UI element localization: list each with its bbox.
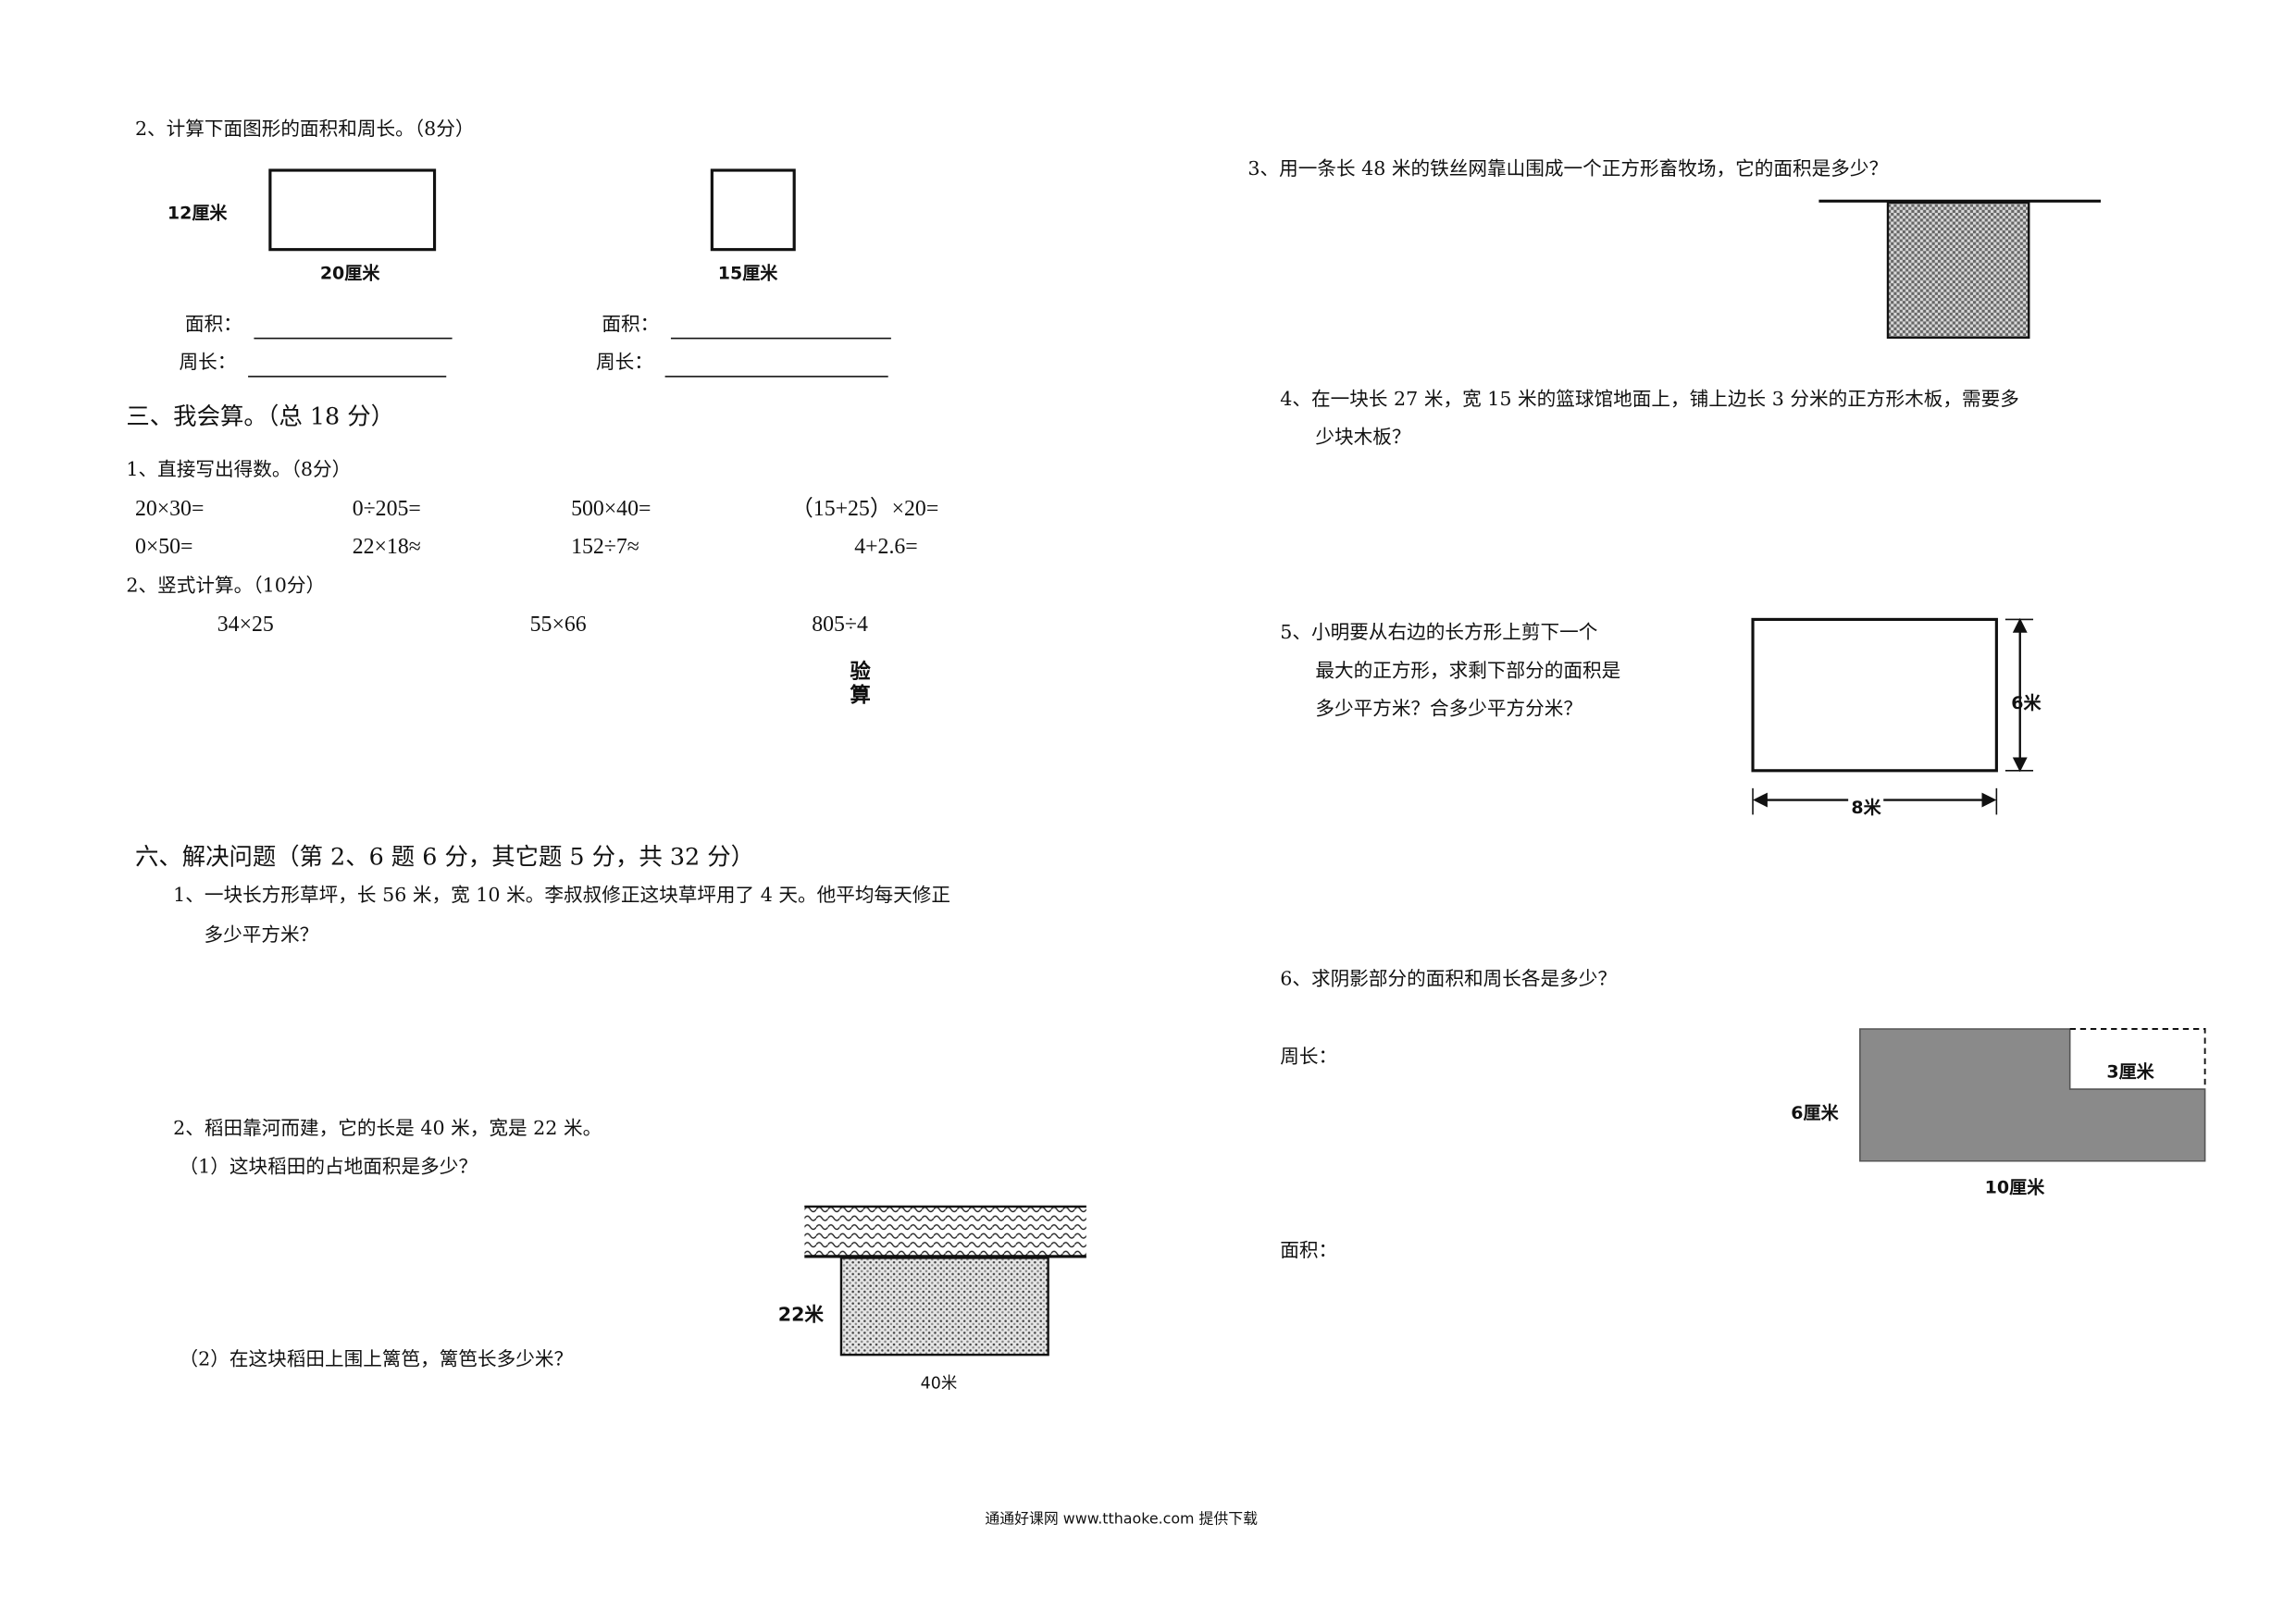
vertical-calc-3: 805÷4	[812, 613, 868, 638]
river-band	[804, 1206, 1086, 1258]
q5-width-label: 8米	[1848, 798, 1884, 816]
q5-line1: 5、小明要从右边的长方形上剪下一个	[1280, 622, 1598, 645]
q6-height-label: 6厘米	[1791, 1102, 1839, 1123]
calc-4: （15+25）×20=	[791, 497, 939, 522]
square-side-label: 15厘米	[717, 262, 778, 284]
q5-line2: 最大的正方形，求剩下部分的面积是	[1315, 660, 1621, 683]
section3-title: 三、我会算。（总 18 分）	[126, 402, 394, 430]
q5-height-label: 6米	[2011, 692, 2042, 713]
q6-area-label: 面积：	[1280, 1240, 1338, 1263]
rectangle-figure	[268, 168, 437, 252]
vertical-calc-1: 34×25	[217, 613, 274, 638]
rect-perimeter-label: 周长：	[179, 352, 237, 375]
q6-shaded-region	[1859, 1028, 2206, 1162]
q3-text: 3、用一条长 48 米的铁丝网靠山围成一个正方形畜牧场，它的面积是多少？	[1247, 158, 1889, 181]
check-label: 验算	[850, 660, 871, 708]
rice-field-figure	[804, 1205, 1086, 1357]
section3-sub2: 2、竖式计算。（10分）	[126, 575, 326, 598]
q5-rectangle-figure	[1751, 617, 2034, 815]
square-perimeter-blank[interactable]	[664, 376, 888, 378]
q5-rectangle	[1751, 617, 1998, 773]
rect-height-label: 12厘米	[167, 202, 228, 224]
field-width-label: 22米	[777, 1305, 825, 1328]
s6-q1-line2: 多少平方米？	[204, 924, 319, 948]
vertical-calc-2: 55×66	[529, 613, 587, 638]
q4-line2: 少块木板？	[1315, 427, 1411, 450]
square-figure	[710, 168, 796, 252]
section6-title: 六、解决问题（第 2、6 题 6 分，其它题 5 分，共 32 分）	[134, 842, 755, 871]
square-area-blank[interactable]	[670, 337, 891, 340]
section3-sub1: 1、直接写出得数。（8分）	[126, 459, 352, 482]
rect-width-label: 20厘米	[319, 262, 380, 284]
q6-width-label: 10厘米	[1984, 1177, 2045, 1198]
calc-2: 0÷205=	[352, 497, 421, 522]
q6-perimeter-label: 周长：	[1280, 1047, 1338, 1069]
footer-text: 通通好课网 www.tthaoke.com 提供下载	[985, 1511, 1258, 1529]
q2-title: 2、计算下面图形的面积和周长。（8分）	[134, 118, 475, 142]
pasture-figure	[1818, 199, 2101, 340]
s6-q2-line1: 2、稻田靠河而建，它的长是 40 米，宽是 22 米。	[173, 1118, 602, 1141]
q6-cut-label: 3厘米	[2106, 1060, 2154, 1083]
calc-1: 20×30=	[134, 497, 205, 522]
rect-perimeter-blank[interactable]	[248, 376, 447, 378]
rect-area-blank[interactable]	[254, 337, 453, 340]
calc-7: 152÷7≈	[571, 535, 639, 560]
s6-q1-line1: 1、一块长方形草坪，长 56 米，宽 10 米。李叔叔修正这块草坪用了 4 天。…	[173, 885, 951, 908]
q6-shaded-figure	[1859, 1028, 2206, 1162]
calc-6: 22×18≈	[352, 535, 421, 560]
q5-line3: 多少平方米？合多少平方分米？	[1315, 699, 1583, 721]
s6-q2-sub2: （2）在这块稻田上围上篱笆，篱笆长多少米？	[179, 1348, 574, 1371]
pasture-square	[1886, 201, 2030, 340]
q6-text: 6、求阴影部分的面积和周长各是多少？	[1280, 968, 1617, 991]
calc-3: 500×40=	[571, 497, 652, 522]
s6-q2-sub1: （1）这块稻田的占地面积是多少？	[179, 1157, 478, 1179]
field-length-label: 40米	[920, 1373, 958, 1394]
rect-area-label: 面积：	[184, 314, 242, 337]
rice-field	[839, 1257, 1049, 1357]
square-perimeter-label: 周长：	[596, 352, 653, 375]
square-area-label: 面积：	[602, 314, 660, 337]
q4-line1: 4、在一块长 27 米，宽 15 米的篮球馆地面上，铺上边长 3 分米的正方形木…	[1280, 389, 2019, 412]
calc-8: 4+2.6=	[854, 535, 918, 560]
calc-5: 0×50=	[134, 535, 193, 560]
